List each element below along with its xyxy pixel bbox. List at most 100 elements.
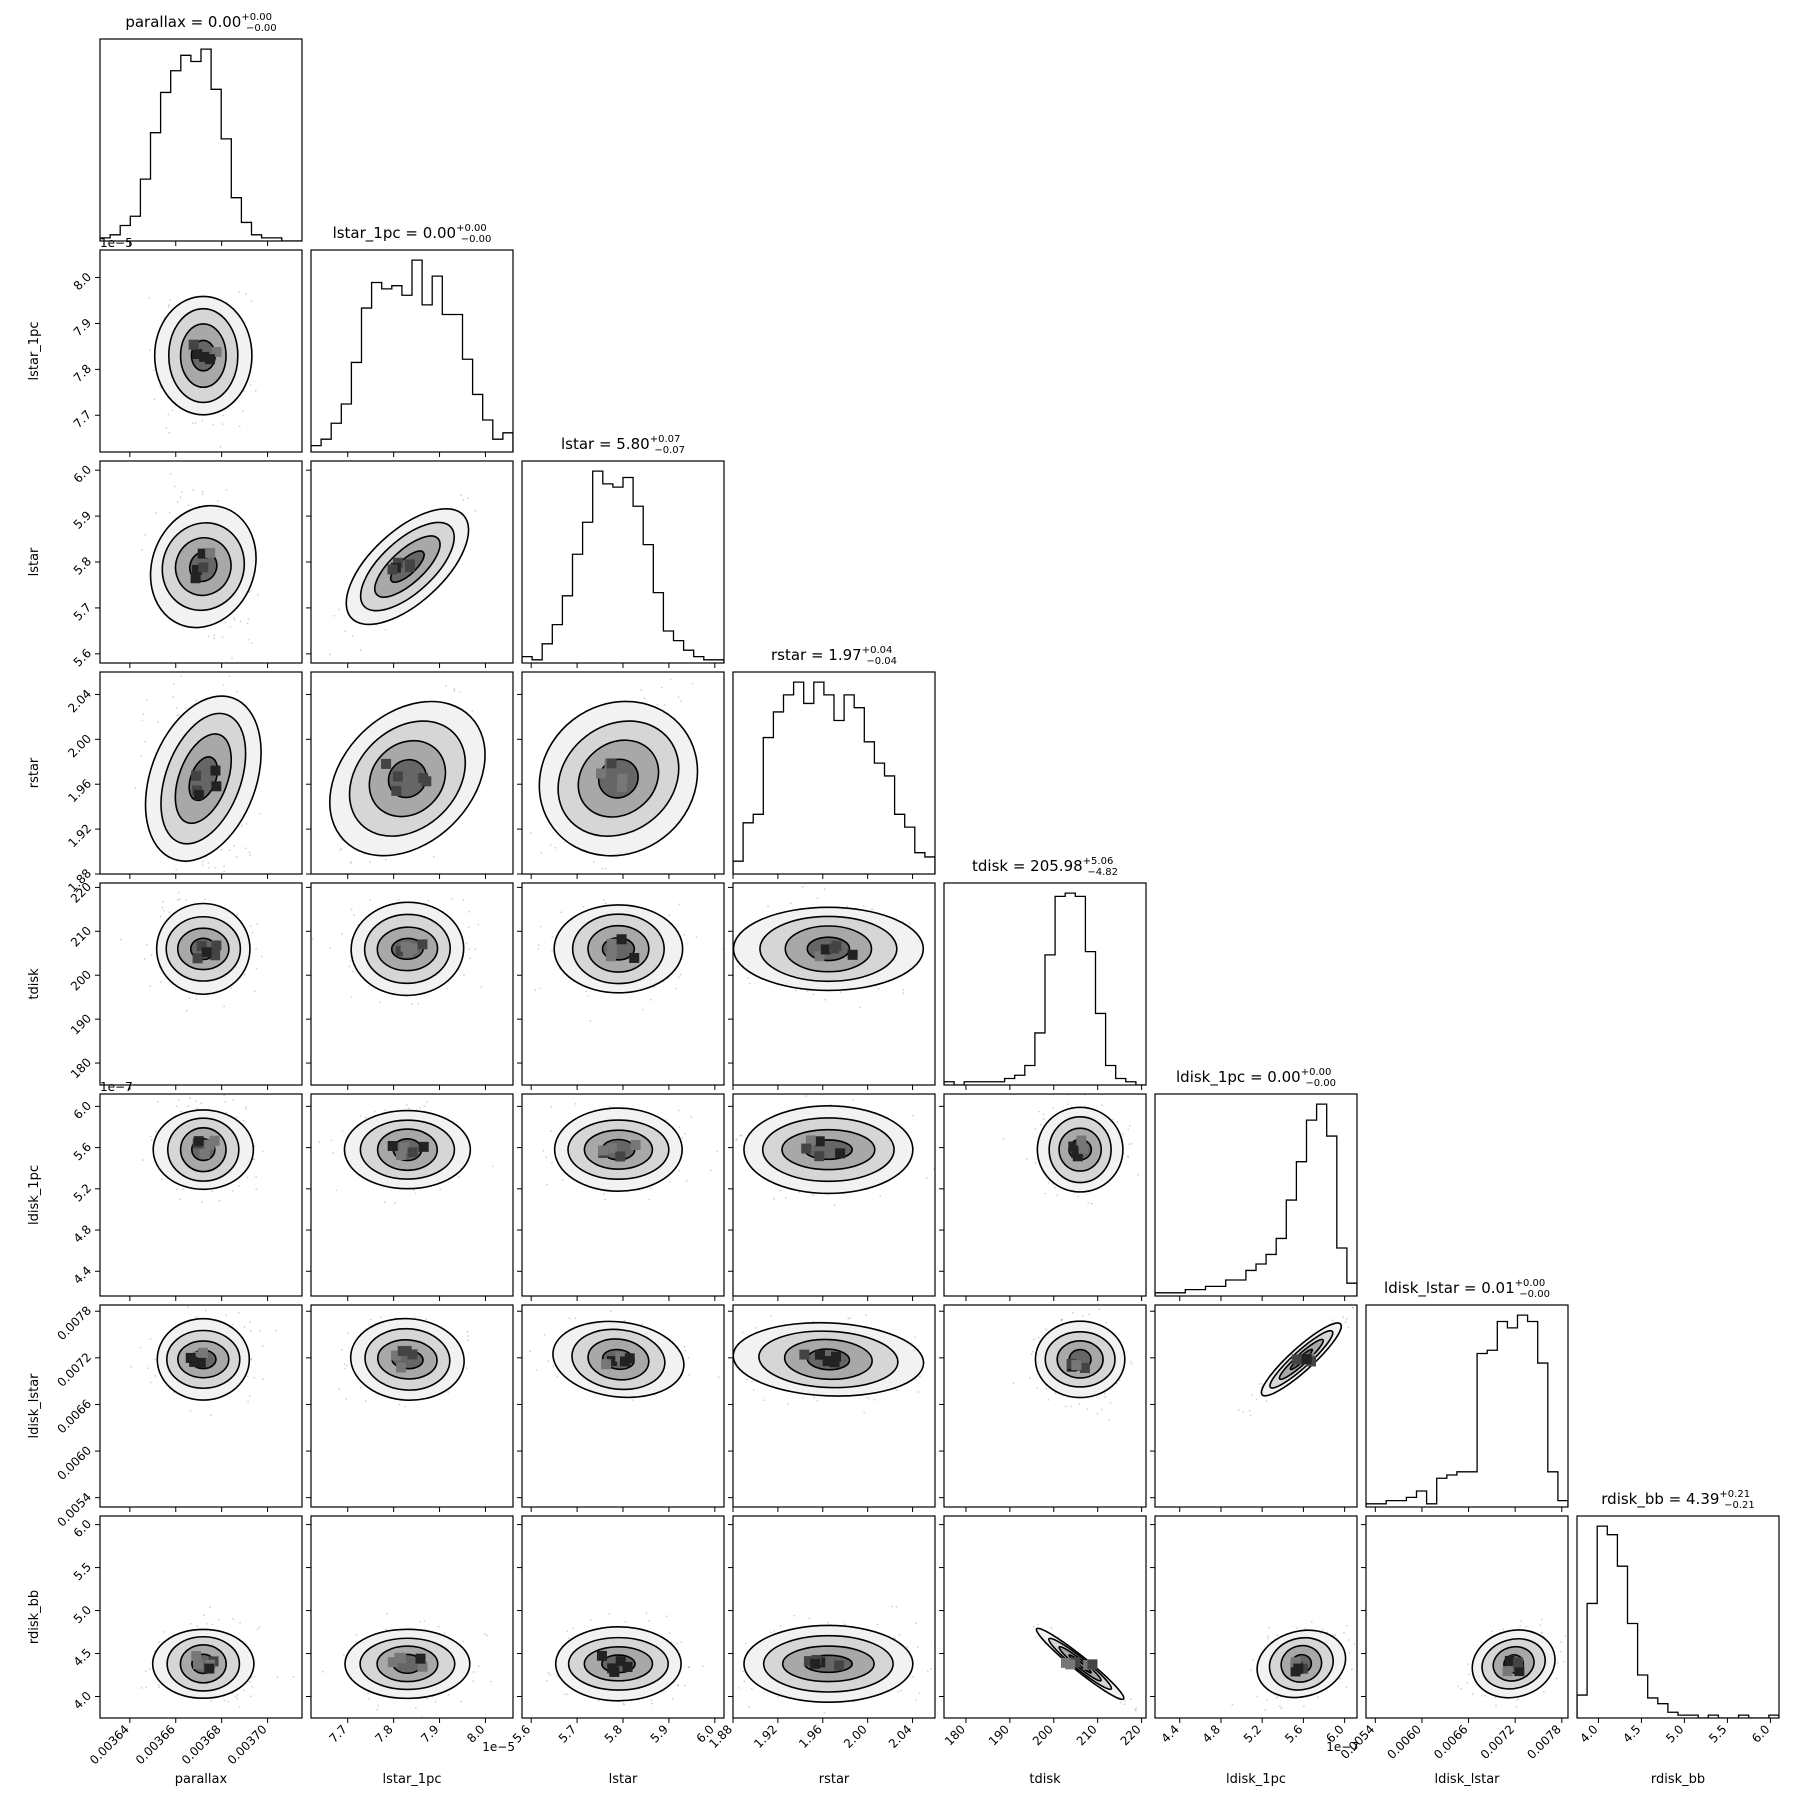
panel-content	[1002, 1094, 1146, 1205]
x-tick-label: 6.0	[1749, 1722, 1772, 1745]
panel-frame	[1365, 1515, 1569, 1719]
y-tick-label: 2.00	[65, 732, 94, 761]
scatter-panel-tdisk-vs-rstar	[728, 882, 936, 1090]
y-tick-label: 5.0	[71, 1603, 94, 1626]
y-tick-label: 5.9	[71, 508, 94, 531]
panel-content	[311, 259, 513, 452]
x-tick-label: 7.9	[418, 1722, 441, 1745]
y-tick-label: 6.0	[71, 1517, 94, 1540]
title-tdisk: tdisk = 205.98+5.06−4.82	[972, 856, 1118, 878]
x-tick-label: 7.8	[372, 1722, 395, 1745]
panel-content	[545, 1612, 704, 1706]
density-cells	[1068, 1135, 1089, 1162]
density-cells	[801, 1135, 846, 1162]
x-axis-label-lstar: lstar	[609, 1772, 638, 1787]
density-cells	[191, 765, 222, 800]
panel-frame	[310, 1515, 514, 1719]
y-tick-label: 2.04	[65, 687, 94, 716]
density-cells	[395, 939, 428, 958]
x-tick-label: 4.5	[1620, 1722, 1643, 1745]
x-tick-label: 5.6	[1282, 1722, 1305, 1745]
panel-frame	[310, 882, 514, 1086]
y-tick-label: 7.9	[71, 316, 94, 339]
y-tick-label: 5.2	[71, 1181, 94, 1204]
density-cells	[601, 1351, 635, 1370]
density-cells	[1502, 1655, 1525, 1677]
panel-frame	[1365, 1304, 1569, 1508]
panel-content	[1155, 1103, 1357, 1296]
x-tick-label: 0.0072	[1478, 1722, 1518, 1762]
x-axis-label-rdisk_bb: rdisk_bb	[1651, 1772, 1705, 1787]
x-tick-label: 5.8	[602, 1722, 625, 1745]
y-tick-label: 1.96	[65, 776, 94, 805]
x-tick-label: 220	[1118, 1722, 1144, 1748]
scatter-panel-ldisk_lstar-vs-rstar	[728, 1304, 936, 1512]
density-cells	[598, 1139, 641, 1162]
panel-content	[318, 1100, 494, 1204]
y-tick-label: 5.6	[71, 1140, 94, 1163]
panel-content	[737, 1605, 935, 1718]
histogram-step-rstar	[733, 681, 935, 874]
panel-frame	[732, 882, 936, 1086]
y-tick-label: 4.0	[71, 1689, 94, 1712]
x-tick-label: 5.9	[648, 1722, 671, 1745]
histogram-step-ldisk_lstar	[1366, 1314, 1568, 1507]
histogram-step-rdisk_bb	[1577, 1525, 1779, 1718]
panel-content	[338, 1316, 469, 1408]
x-tick-label: 200	[1030, 1722, 1056, 1748]
y-tick-label: 0.0072	[55, 1350, 95, 1390]
scatter-panel-ldisk_lstar-vs-parallax: 0.00540.00600.00660.00720.0078ldisk_lsta…	[27, 1303, 303, 1529]
x-tick-label: 0.00370	[225, 1722, 270, 1767]
y-axis-label-rdisk_bb: rdisk_bb	[27, 1590, 42, 1644]
hist-panel-tdisk: tdisk = 205.98+5.06−4.82	[943, 856, 1147, 1090]
x-axis-label-lstar_1pc: lstar_1pc	[383, 1772, 442, 1787]
y-tick-label: 6.0	[71, 462, 94, 485]
x-tick-label: 0.0066	[1431, 1722, 1471, 1762]
scatter-panel-ldisk_lstar-vs-lstar	[517, 1304, 725, 1512]
scatter-panel-ldisk_1pc-vs-tdisk	[939, 1093, 1147, 1301]
panel-frame	[943, 1304, 1147, 1508]
x-tick-label: 0.00364	[87, 1722, 132, 1767]
panel-content	[119, 891, 264, 1012]
y-tick-label: 0.0066	[55, 1397, 95, 1437]
hist-panel-lstar_1pc: lstar_1pc = 0.00+0.00−0.00	[310, 223, 514, 457]
panel-content	[141, 472, 259, 660]
x-tick-label: 4.0	[1577, 1722, 1600, 1745]
y-axis-label-ldisk_1pc: ldisk_1pc	[27, 1165, 42, 1225]
panel-content	[1366, 1314, 1568, 1507]
y-tick-label: 190	[68, 1011, 94, 1037]
panel-frame	[99, 249, 303, 453]
scatter-panel-ldisk_1pc-vs-rstar	[728, 1093, 936, 1301]
density-cells	[387, 1652, 428, 1672]
y-tick-label: 6.0	[71, 1099, 94, 1122]
panel-content	[733, 1314, 926, 1414]
y-axis-label-lstar: lstar	[27, 547, 42, 576]
title-lstar_1pc: lstar_1pc = 0.00+0.00−0.00	[333, 223, 492, 245]
x-tick-label: 190	[986, 1722, 1012, 1748]
density-cells	[605, 934, 640, 963]
panel-content	[100, 48, 302, 241]
y-tick-label: 7.7	[71, 407, 94, 430]
y-offset-text-lstar_1pc: 1e−5	[100, 236, 133, 250]
scatter-panel-tdisk-vs-lstar	[517, 882, 725, 1090]
density-cells	[188, 339, 222, 365]
scatter-panel-rstar-vs-lstar	[517, 671, 725, 879]
scatter-panel-ldisk_1pc-vs-lstar_1pc	[306, 1093, 514, 1301]
x-tick-label: 180	[942, 1722, 968, 1748]
x-axis-label-tdisk: tdisk	[1029, 1772, 1061, 1787]
density-cells	[387, 557, 416, 575]
hist-panel-parallax: parallax = 0.00+0.00−0.00	[99, 12, 303, 246]
panel-frame	[732, 1304, 936, 1508]
density-cells	[1291, 1353, 1317, 1367]
panel-frame	[99, 671, 303, 875]
x-tick-label: 2.04	[886, 1722, 915, 1751]
density-cells	[596, 1650, 633, 1677]
x-tick-label: 2.00	[841, 1722, 870, 1751]
title-rdisk_bb: rdisk_bb = 4.39+0.21−0.21	[1601, 1489, 1754, 1511]
panel-frame	[310, 1093, 514, 1297]
